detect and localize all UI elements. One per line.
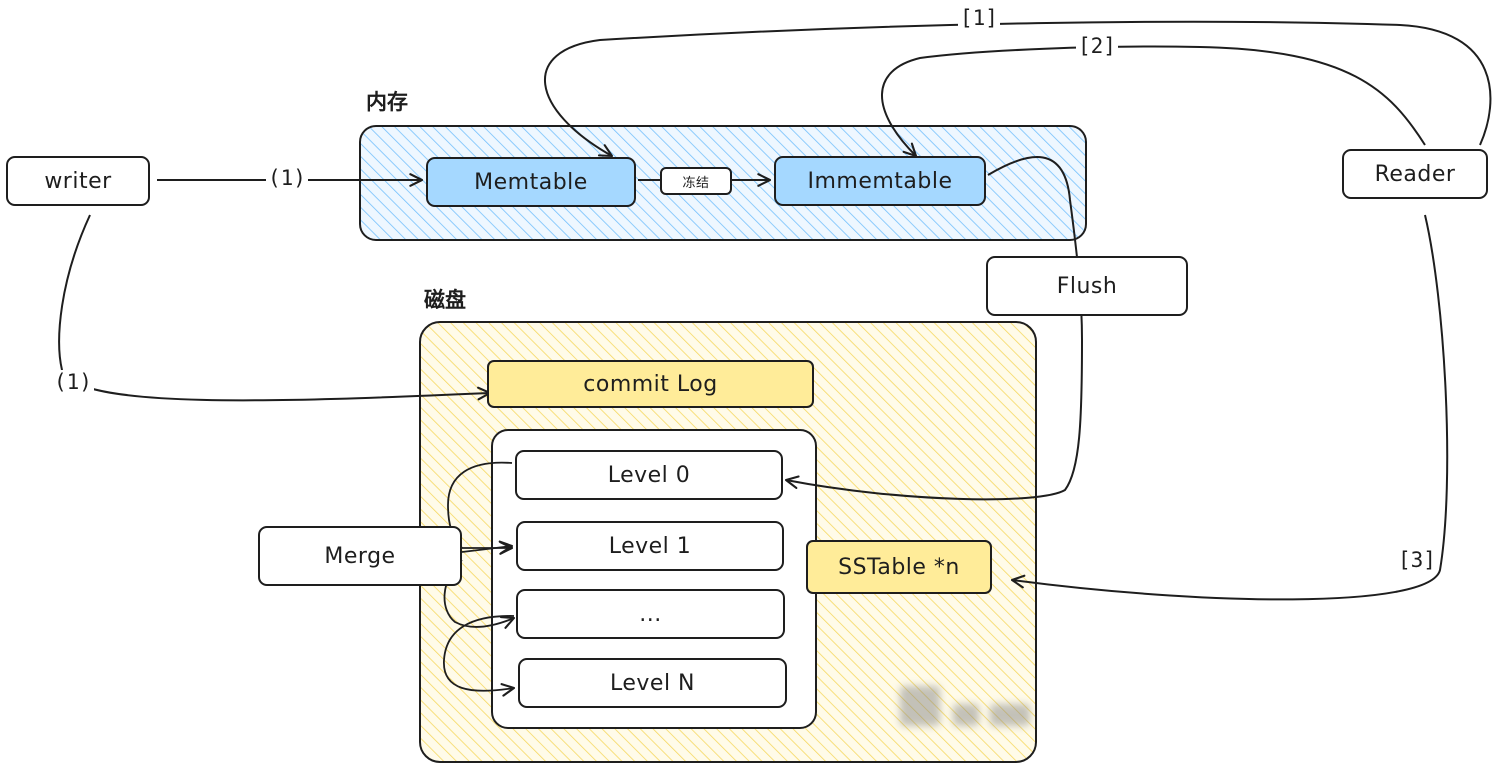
flush-node[interactable]: Flush <box>986 256 1188 316</box>
level-0-node[interactable]: Level 0 <box>515 450 783 500</box>
arrow-merge-level1 <box>461 540 514 555</box>
writer-node[interactable]: writer <box>6 156 150 206</box>
sstable-node[interactable]: SSTable *n <box>806 540 992 594</box>
level-n-node[interactable]: Level N <box>518 658 787 708</box>
freeze-label: 冻结 <box>660 167 732 195</box>
disk-zone-label: 磁盘 <box>424 288 466 312</box>
edge-label-writer-commitlog: (1) <box>52 370 94 394</box>
memory-zone-label: 内存 <box>366 90 408 114</box>
level-ellipsis-node[interactable]: ... <box>516 589 785 639</box>
immemtable-node[interactable]: Immemtable <box>774 156 986 206</box>
memtable-node[interactable]: Memtable <box>426 157 636 207</box>
reader-node[interactable]: Reader <box>1342 149 1488 199</box>
edge-label-reader-sstable: [3] <box>1396 548 1438 572</box>
watermark-image <box>900 686 1040 732</box>
edge-label-reader-immemtable: [2] <box>1076 34 1118 58</box>
arrow-reader-sstable <box>1010 214 1449 601</box>
arrow-ellipsis-levelN <box>443 615 516 697</box>
edge-label-writer-memtable: (1) <box>266 166 308 190</box>
arrow-flush-level0 <box>784 156 1084 501</box>
commit-log-node[interactable]: commit Log <box>487 360 814 408</box>
level-1-node[interactable]: Level 1 <box>516 521 784 571</box>
arrow-reader-memtable <box>544 20 1492 158</box>
merge-node[interactable]: Merge <box>258 526 462 586</box>
edge-label-reader-memtable: [1] <box>958 6 1000 30</box>
